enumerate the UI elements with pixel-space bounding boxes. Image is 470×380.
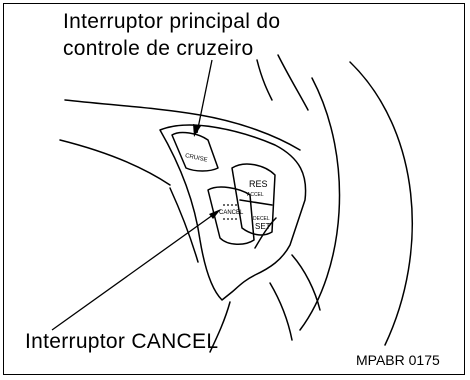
upper-spoke (277, 54, 309, 111)
main-switch-label-line2: controle de cruzeiro (63, 37, 254, 60)
wheel-rim-inner (299, 77, 341, 331)
lower-spoke (209, 301, 231, 353)
hub-lower-edge (59, 139, 171, 186)
figure-code: MPABR 0175 (356, 352, 440, 368)
cruise-button-text: CRUISE (184, 153, 207, 164)
decel-button-text: DECEL (253, 216, 270, 222)
res-accel-button (231, 163, 276, 236)
leader-cancel-switch (51, 211, 218, 331)
arrowhead-cancel-switch (209, 209, 221, 219)
upper-spoke-edge (256, 59, 273, 101)
hub-shoulder (254, 217, 277, 249)
res-button-text: RES (249, 179, 268, 189)
hub-upper-edge (64, 99, 301, 151)
hub-bottom (169, 187, 199, 263)
arrowhead-main-switch (193, 124, 201, 137)
cancel-button-text: CANCEL (219, 210, 244, 216)
main-switch-label-line1: Interruptor principal do (63, 10, 281, 33)
leader-main-switch (196, 59, 213, 134)
lower-spoke-edge (291, 254, 321, 311)
lower-spoke-edge-2 (269, 282, 293, 341)
accel-button-text: ACCEL (247, 192, 264, 198)
diagram-border (3, 3, 465, 375)
cancel-button (207, 186, 255, 245)
wheel-rim-outer (349, 61, 414, 346)
cruise-button (171, 131, 219, 172)
cancel-switch-label: Interruptor CANCEL (25, 330, 219, 353)
set-button-text: SET (255, 222, 271, 231)
rocker-divider (239, 199, 273, 206)
switch-panel (159, 124, 307, 301)
